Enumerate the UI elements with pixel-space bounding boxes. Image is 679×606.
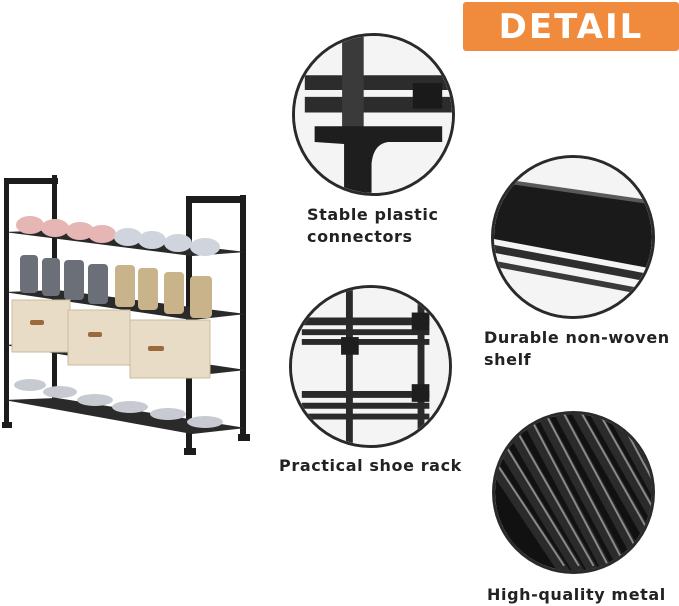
detail-banner-label: DETAIL — [498, 6, 644, 47]
feature-caption-shelf: Durable non-woven shelf — [484, 327, 670, 371]
feature-caption-line: High-quality metal — [487, 585, 666, 604]
metal-tubes-closeup — [492, 411, 655, 574]
feature-caption-line: Practical shoe rack — [279, 456, 462, 475]
detail-banner: DETAIL — [463, 2, 679, 51]
shoe-rack-photo — [0, 170, 256, 460]
feature-caption-connectors: Stable plastic connectors — [307, 204, 439, 248]
feature-caption-metal: High-quality metal — [487, 584, 666, 606]
non-woven-shelf-closeup — [491, 155, 655, 319]
feature-caption-line: Stable plastic — [307, 205, 439, 224]
feature-caption-line: connectors — [307, 227, 413, 246]
feature-caption-line: Durable non-woven — [484, 328, 670, 347]
feature-caption-line: shelf — [484, 350, 532, 369]
shoe-rack-corner-closeup — [289, 285, 452, 448]
plastic-connector-closeup — [292, 33, 455, 196]
feature-caption-rack: Practical shoe rack — [279, 455, 462, 477]
